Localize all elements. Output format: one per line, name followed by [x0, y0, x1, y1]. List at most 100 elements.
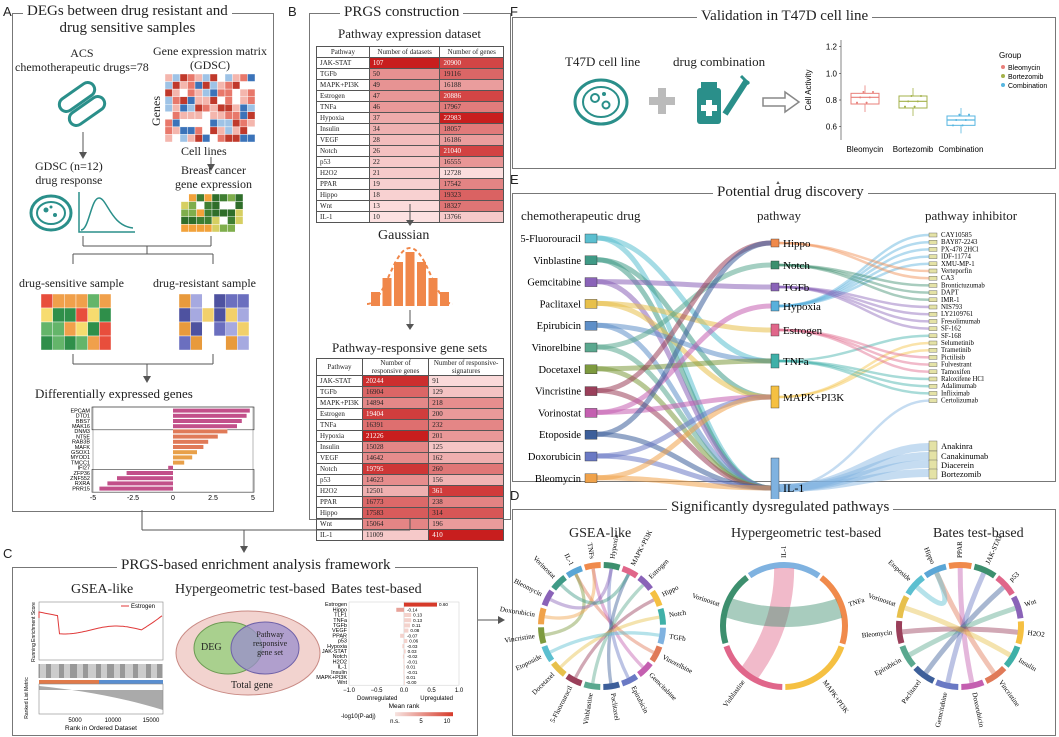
inhibitor-node: [928, 391, 938, 396]
chord-arc: [551, 575, 567, 591]
combo-label: drug combination: [673, 54, 766, 69]
inhibitor-node: [928, 355, 938, 360]
chord-ribbon: [544, 568, 596, 620]
inhibitor-label: Pictilisib: [941, 354, 966, 361]
bates-pathway-label: Hippo: [333, 607, 347, 613]
drug-node: [584, 473, 598, 483]
bates-pathway-label: PPAR: [332, 633, 347, 639]
chord-arc: [785, 645, 845, 690]
legend-swatch: [1001, 65, 1005, 69]
chord-arc: [565, 565, 583, 579]
inhibitor-node: [928, 290, 938, 295]
inhibitor-label: Tamoxifen: [941, 369, 971, 376]
drug-node: [584, 429, 598, 440]
sankey-link: [596, 300, 772, 400]
inhibitor-node: [928, 275, 938, 281]
chord-label: Vinblastine: [582, 692, 595, 725]
chord-label: MAPK+PI3K: [629, 529, 654, 567]
gsea-x-tick: 15000: [143, 718, 160, 724]
deg-bar: [173, 455, 193, 460]
deg-title: Differentially expressed genes: [35, 386, 193, 401]
box-point: [968, 113, 970, 116]
sankey-link: [778, 241, 930, 273]
pathway-node: [770, 323, 780, 337]
chord-arc: [973, 563, 997, 579]
chord-label: Bleomycin: [861, 628, 893, 639]
sankey-link: [778, 328, 930, 359]
legend-label: Bortezomib: [1008, 74, 1044, 81]
panel-b-letter: B: [288, 4, 297, 19]
inhibitor-node: [928, 304, 938, 310]
inhibitor-label: BAY87-2243: [941, 239, 978, 246]
deg-bar: [173, 445, 204, 449]
c-hyper-title: Hypergeometric test-based: [175, 582, 326, 597]
bates-value-label: -0.07: [407, 633, 418, 638]
box-x-label: Combination: [939, 145, 984, 154]
chord-arc: [723, 645, 783, 690]
chord-label: TNFa: [847, 596, 866, 609]
response-curve: [78, 192, 135, 233]
inhibitor-node: [928, 297, 938, 303]
sankey-link: [778, 359, 930, 381]
bates-value-label: 0.01: [407, 675, 416, 680]
chord-ribbon: [741, 567, 795, 679]
sankey-link: [778, 452, 930, 492]
gsea-ylabel: Ranked List Metric: [24, 677, 30, 719]
chord-label: Vinblastine: [721, 678, 746, 708]
deg-gene-label: DTD1: [76, 414, 90, 420]
deg-axis-tick: 0: [171, 495, 175, 502]
drug-node: [584, 277, 598, 287]
resistant-label: drug-resistant sample: [153, 276, 256, 290]
box-point: [920, 95, 922, 97]
chord-arc: [649, 589, 663, 607]
chord-label: Docetaxel: [531, 671, 557, 697]
bates-bar: [404, 649, 406, 654]
drug-node: [584, 386, 598, 396]
sankey-link: [778, 443, 930, 492]
chord-label: Etoposide: [514, 653, 543, 673]
chord-ribbon: [945, 572, 987, 684]
drug-label: Bleomycin: [535, 474, 582, 485]
legend-label: Combination: [1008, 83, 1047, 90]
deg-axis-tick: -5: [90, 495, 96, 502]
chord-ribbon: [725, 598, 843, 627]
pathway-label: IL-1: [783, 481, 804, 495]
d-gsea-title: GSEA-like: [569, 526, 632, 541]
chord-ribbon: [934, 571, 996, 675]
arrows-b: [406, 204, 414, 330]
legend-title: Group: [999, 51, 1022, 60]
inhibitor-node: [928, 247, 938, 252]
deg-bar: [173, 408, 250, 413]
dataset-title: Pathway expression dataset: [338, 26, 481, 41]
chord-ribbon: [607, 568, 630, 679]
sankey-link: [596, 358, 772, 372]
pathway-label: TGFb: [783, 282, 810, 294]
deg-gene-label: MAK16: [72, 424, 90, 430]
deg-bar: [117, 476, 173, 481]
bates-bar: [404, 613, 412, 617]
inhibitor-node: [928, 254, 938, 259]
pathway-label: Hypoxia: [783, 301, 821, 313]
chord-ribbon: [591, 583, 645, 684]
chord-label: Etoposide: [886, 558, 912, 583]
padj-tick: 5: [419, 719, 423, 725]
inhibitor-node: [928, 319, 938, 324]
sankey-link: [596, 235, 772, 364]
table-header: Pathway: [316, 46, 370, 58]
chord-label: Vincristine: [997, 679, 1021, 709]
sankey-link: [596, 394, 772, 481]
sankey-link: [778, 285, 930, 316]
inhibitor-node: [928, 440, 938, 452]
inhibitor-node: [928, 398, 938, 403]
chord-ribbon: [904, 605, 1012, 658]
inhibitor-label: Selumetinib: [941, 340, 974, 347]
table-header: Number of responsive genes: [361, 358, 430, 376]
chord-label: Gemcitabine: [934, 692, 949, 729]
inhibitor-node: [928, 333, 938, 339]
inhibitor-label: CAY10585: [941, 232, 972, 239]
